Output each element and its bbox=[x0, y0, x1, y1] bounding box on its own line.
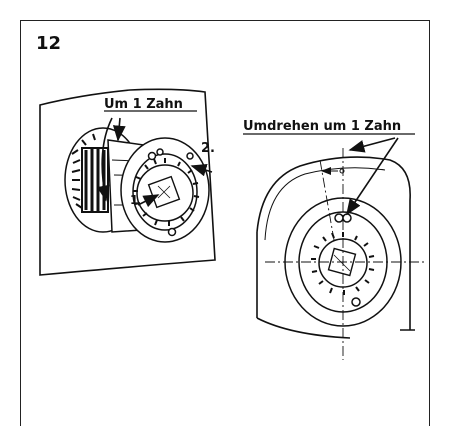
figure-frame bbox=[20, 20, 430, 426]
right-housing bbox=[256, 156, 415, 339]
label-umdrehen-um-1-zahn: Umdrehen um 1 Zahn bbox=[243, 119, 401, 134]
push-arrow-2 bbox=[190, 164, 213, 177]
rotation-arrow-curved bbox=[96, 117, 113, 202]
step-number: 12 bbox=[36, 33, 62, 54]
left-arrows bbox=[96, 117, 213, 208]
label-step-1: 1 bbox=[130, 193, 138, 207]
label-um-1-zahn: Um 1 Zahn bbox=[104, 97, 183, 112]
push-arrow-1 bbox=[137, 194, 160, 208]
right-arrows bbox=[321, 137, 399, 216]
label-step-2: 2. bbox=[201, 141, 215, 156]
